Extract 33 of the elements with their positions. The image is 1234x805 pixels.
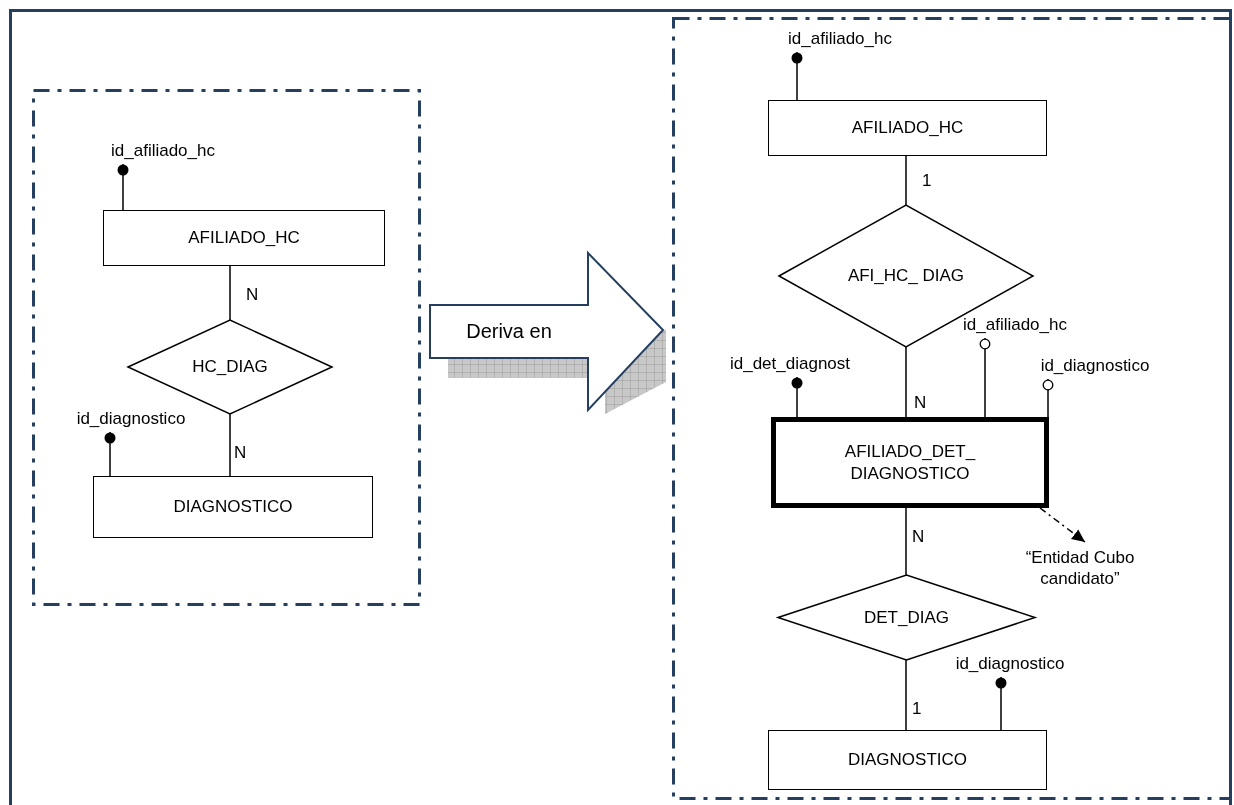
attribute-connector xyxy=(979,337,991,418)
connector-line xyxy=(905,346,907,418)
cardinality-label: N xyxy=(914,394,927,411)
dash-dot-group-frame xyxy=(32,89,421,606)
entity-box: DIAGNOSTICO xyxy=(768,730,1047,790)
entity-box: AFILIADO_DET_ DIAGNOSTICO xyxy=(771,417,1049,508)
cardinality-label: 1 xyxy=(922,172,932,189)
attribute-label: id_diagnostico xyxy=(1010,353,1180,379)
attribute-connector xyxy=(117,163,129,211)
entity-box: AFILIADO_HC xyxy=(768,100,1047,156)
entity-box: AFILIADO_HC xyxy=(103,210,385,266)
arrow xyxy=(1039,507,1086,543)
cardinality-label: N xyxy=(246,286,259,303)
connector-line xyxy=(905,155,907,206)
entity-box: DIAGNOSTICO xyxy=(93,476,373,538)
connector-line xyxy=(229,413,231,477)
dash-dot-group-frame xyxy=(672,17,1232,800)
attribute-label: id_afiliado_hc xyxy=(920,312,1110,338)
connector-line xyxy=(905,507,907,576)
attribute-connector xyxy=(104,431,116,477)
connector-line xyxy=(229,265,231,321)
cardinality-label: 1 xyxy=(912,700,922,717)
attribute-connector xyxy=(791,51,803,101)
attribute-connector xyxy=(995,676,1007,731)
cardinality-label: N xyxy=(234,444,247,461)
attribute-connector xyxy=(1042,378,1054,418)
connector-line xyxy=(905,659,907,731)
attribute-label: id_afiliado_hc xyxy=(755,26,925,52)
attribute-label: id_afiliado_hc xyxy=(78,138,248,164)
attribute-connector xyxy=(791,376,803,418)
attribute-label: id_det_diagnost xyxy=(697,351,883,377)
block-arrow: Deriva en xyxy=(430,252,666,414)
cardinality-label: N xyxy=(912,528,925,545)
